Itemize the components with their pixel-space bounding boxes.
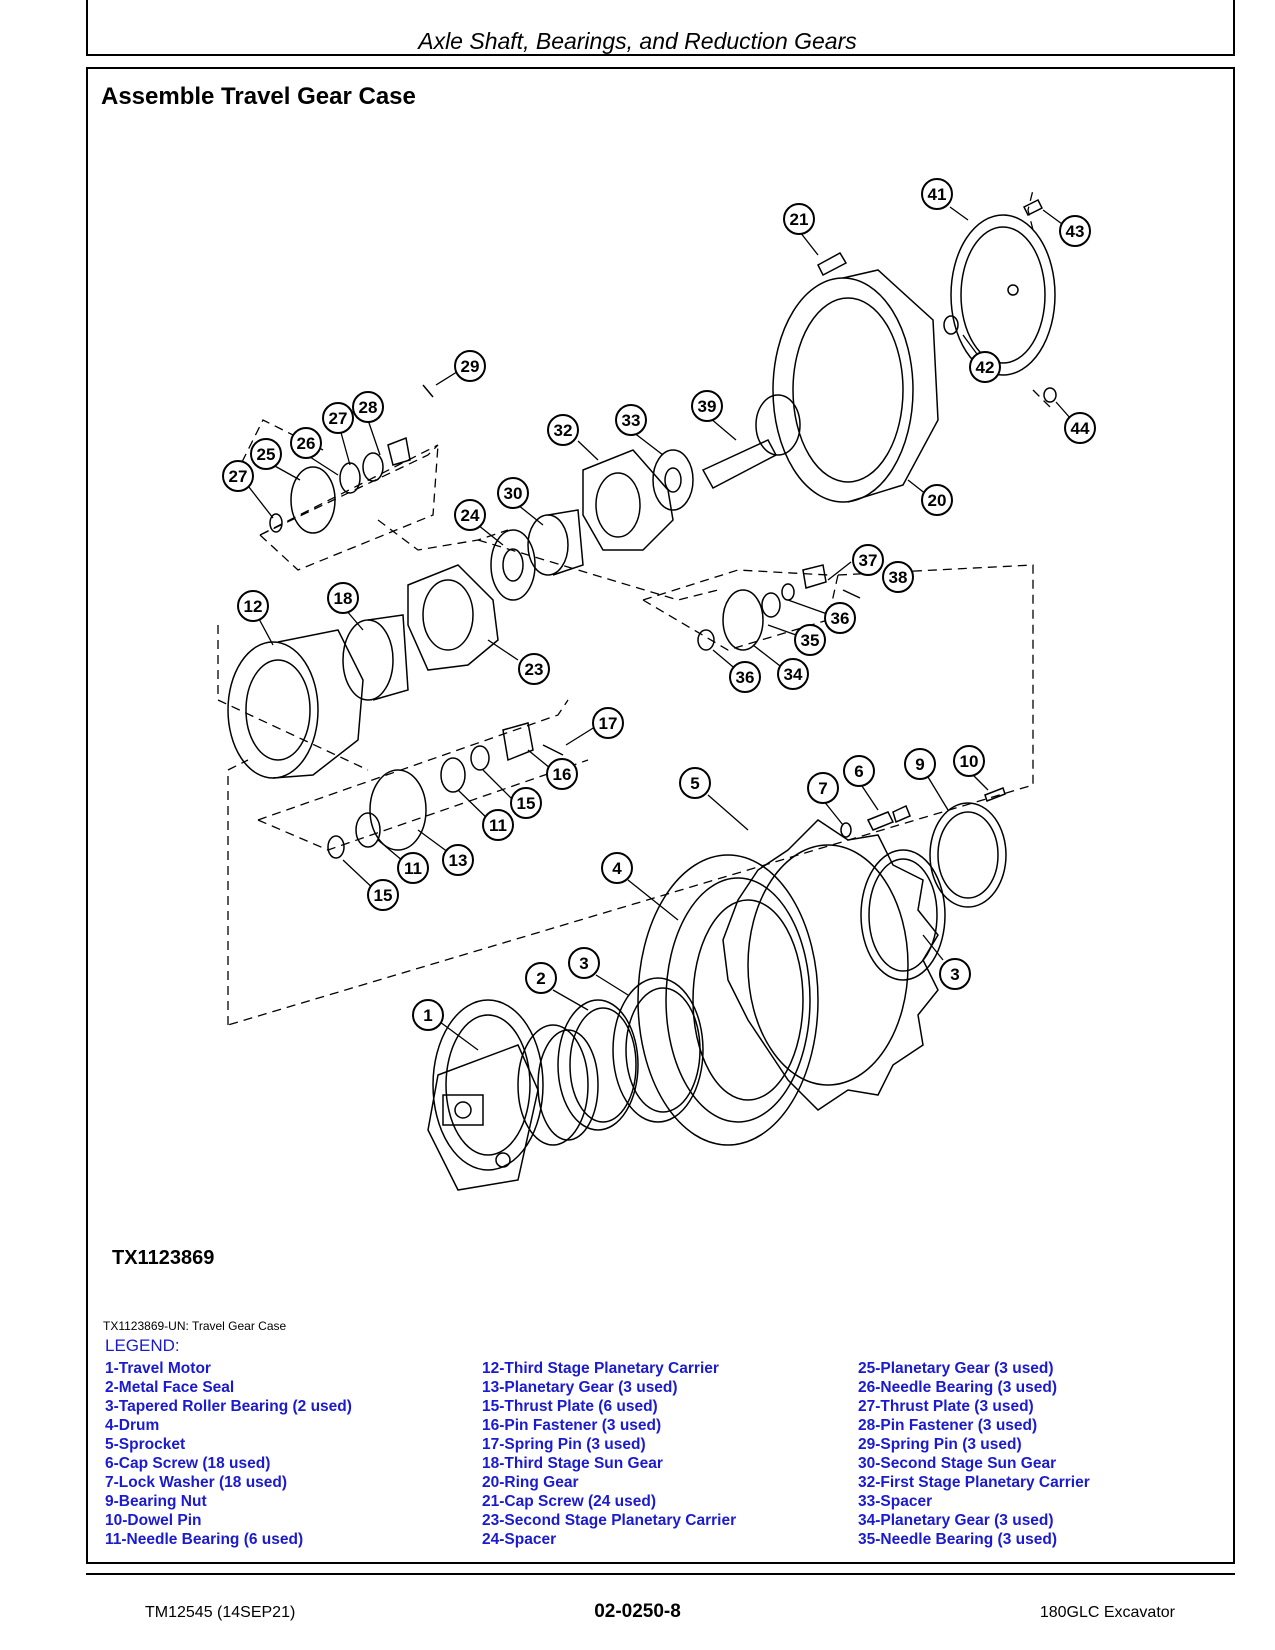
footer-page-number: 02-0250-8 [594,1601,681,1622]
exploded-view-diagram: 1 2 3 3 4 5 6 7 9 10 11 11 12 13 15 15 1… [217,178,1096,1191]
legend-item: 11-Needle Bearing (6 used) [105,1531,304,1548]
figure-id: TX1123869 [112,1247,215,1269]
header-frame [86,0,1235,56]
legend-item: 4-Drum [105,1417,160,1434]
callout-circle [412,999,444,1031]
footer-model: 180GLC Excavator [1039,1604,1175,1621]
legend-item: 10-Dowel Pin [105,1512,202,1529]
footer-divider [86,1573,1235,1575]
callout-27b: 27 [229,467,248,486]
legend-item: 20-Ring Gear [482,1474,579,1491]
legend-item: 21-Cap Screw (24 used) [482,1493,657,1510]
callout-41: 41 [928,185,947,204]
legend-item: 6-Cap Screw (18 used) [105,1455,271,1472]
legend-item: 28-Pin Fastener (3 used) [858,1417,1038,1434]
callout-7: 7 [818,779,827,798]
legend-item: 17-Spring Pin (3 used) [482,1436,646,1453]
legend-item: 34-Planetary Gear (3 used) [858,1512,1054,1529]
legend-item: 3-Tapered Roller Bearing (2 used) [105,1398,352,1415]
legend-item: 30-Second Stage Sun Gear [858,1455,1057,1472]
callout-42: 42 [976,358,995,377]
legend-item: 2-Metal Face Seal [105,1379,235,1396]
legend-column-3: 25-Planetary Gear (3 used) 26-Needle Bea… [858,1359,1090,1549]
callout-15a: 15 [517,794,536,813]
callout-21: 21 [790,210,809,229]
legend-item: 35-Needle Bearing (3 used) [858,1531,1057,1548]
callout-44: 44 [1071,419,1090,438]
content-frame [86,67,1235,1564]
legend-column-1: 1-Travel Motor 2-Metal Face Seal 3-Taper… [105,1359,352,1549]
legend-item: 32-First Stage Planetary Carrier [858,1474,1090,1491]
callout-18: 18 [334,589,353,608]
callout-30: 30 [504,484,523,503]
legend-title: LEGEND: [105,1336,180,1355]
callout-38: 38 [889,568,908,587]
callout-37: 37 [859,551,878,570]
callout-6: 6 [854,762,863,781]
callout-3a: 3 [579,954,588,973]
callout-25: 25 [257,445,276,464]
callout-43: 43 [1066,222,1085,241]
figure-caption: TX1123869-UN: Travel Gear Case [103,1319,287,1333]
callout-39: 39 [698,397,717,416]
callout-12: 12 [244,597,263,616]
callout-26: 26 [297,434,316,453]
callout-17: 17 [599,714,618,733]
section-title: Axle Shaft, Bearings, and Reduction Gear… [418,28,857,54]
legend-item: 25-Planetary Gear (3 used) [858,1360,1054,1377]
callout-5: 5 [690,774,699,793]
legend-item: 5-Sprocket [105,1436,186,1453]
callout-15b: 15 [374,886,393,905]
callout-2: 2 [536,969,545,988]
legend-item: 1-Travel Motor [105,1360,211,1377]
callout-11a: 11 [489,816,507,835]
legend-item: 12-Third Stage Planetary Carrier [482,1360,719,1377]
callout-20: 20 [928,491,947,510]
legend-item: 9-Bearing Nut [105,1493,207,1510]
callout-34: 34 [784,665,803,684]
legend-item: 13-Planetary Gear (3 used) [482,1379,678,1396]
legend-item: 24-Spacer [482,1531,557,1548]
callout-10: 10 [960,752,979,771]
callout-3b: 3 [950,965,959,984]
travel-motor-shape [427,999,599,1191]
legend-item: 33-Spacer [858,1493,933,1510]
legend-column-2: 12-Third Stage Planetary Carrier 13-Plan… [482,1359,736,1549]
legend-item: 7-Lock Washer (18 used) [105,1474,288,1491]
callout-11b: 11 [404,859,422,878]
callout-36a: 36 [831,609,850,628]
callout-4: 4 [612,859,622,878]
callout-28: 28 [359,398,378,417]
callout-29: 29 [461,357,480,376]
legend-item: 26-Needle Bearing (3 used) [858,1379,1057,1396]
legend-item: 15-Thrust Plate (6 used) [482,1398,658,1415]
callout-24: 24 [461,506,480,525]
callout-35: 35 [801,631,820,650]
page-heading: Assemble Travel Gear Case [101,83,416,110]
callout-13: 13 [449,851,468,870]
callout-16: 16 [553,765,572,784]
legend-item: 29-Spring Pin (3 used) [858,1436,1022,1453]
footer-manual-id: TM12545 (14SEP21) [145,1604,296,1621]
legend-item: 23-Second Stage Planetary Carrier [482,1512,737,1529]
callout-27a: 27 [329,409,348,428]
callout-9: 9 [915,755,924,774]
legend-item: 27-Thrust Plate (3 used) [858,1398,1034,1415]
callout-36b: 36 [736,668,755,687]
callout-1: 1 [423,1006,432,1025]
callout-32: 32 [554,421,573,440]
legend-item: 18-Third Stage Sun Gear [482,1455,663,1472]
callout-23: 23 [525,660,544,679]
legend-item: 16-Pin Fastener (3 used) [482,1417,662,1434]
callout-33: 33 [622,411,641,430]
